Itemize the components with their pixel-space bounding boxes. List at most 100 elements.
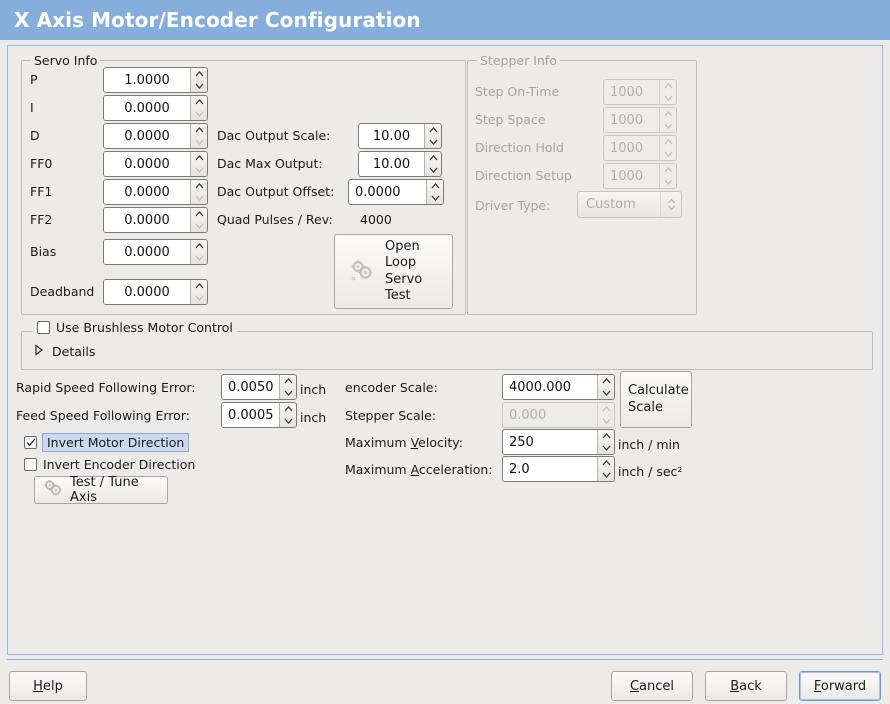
spin-maximum-velocity-buttons[interactable] [597,430,614,454]
spin-dac-output-offset[interactable]: 0.0000 [348,179,444,205]
help-button[interactable]: Help [9,671,87,701]
spin-dac-max-output-buttons[interactable] [424,152,441,176]
check-icon [26,438,35,447]
spin-feed-following-error-value[interactable]: 0.0005 [222,403,280,427]
spin-ff0-buttons[interactable] [190,152,207,176]
spin-ff1-buttons[interactable] [190,180,207,204]
label-feed-speed-following-error: Feed Speed Following Error: [16,408,190,423]
spin-down-icon[interactable] [598,387,614,399]
spin-ff0[interactable]: 0.0000 [103,151,208,177]
spin-dac-output-scale-value[interactable]: 10.00 [359,124,424,148]
calculate-scale-button[interactable]: Calculate Scale [620,371,692,428]
forward-button[interactable]: Forward [799,671,881,701]
spin-i[interactable]: 0.0000 [103,95,208,121]
spin-i-buttons[interactable] [190,96,207,120]
checkbox-box[interactable] [24,436,37,449]
spin-up-icon[interactable] [191,180,207,192]
spin-down-icon[interactable] [598,442,614,454]
spin-ff1-value[interactable]: 0.0000 [104,180,190,204]
spin-rapid-following-error-value[interactable]: 0.0050 [222,375,280,399]
spin-up-icon[interactable] [191,68,207,80]
chevron-right-icon[interactable] [34,344,44,359]
spin-up-icon[interactable] [425,152,441,164]
spin-down-icon [191,136,207,148]
cancel-button[interactable]: Cancel [611,671,693,701]
spin-down-icon[interactable] [425,164,441,176]
spin-up-icon[interactable] [191,240,207,252]
spin-down-icon[interactable] [427,192,443,204]
spin-deadband-buttons[interactable] [190,280,207,304]
test-tune-axis-button[interactable]: Test / Tune Axis [34,475,168,505]
spin-up-icon[interactable] [191,152,207,164]
spin-deadband[interactable]: 0.0000 [103,279,208,305]
spin-dac-max-output[interactable]: 10.00 [358,151,442,177]
spin-bias[interactable]: 0.0000 [103,239,208,265]
spin-up-icon[interactable] [191,96,207,108]
spin-bias-value[interactable]: 0.0000 [104,240,190,264]
label-step-space: Step Space [475,112,546,127]
spin-up-icon[interactable] [280,403,296,415]
spin-encoder-scale-buttons[interactable] [597,375,614,399]
spin-ff1[interactable]: 0.0000 [103,179,208,205]
label-ff0: FF0 [30,156,53,171]
back-button[interactable]: Back [705,671,787,701]
spin-dac-max-output-value[interactable]: 10.00 [359,152,424,176]
spin-dac-output-scale-buttons[interactable] [424,124,441,148]
spin-down-icon[interactable] [425,136,441,148]
spin-down-icon[interactable] [598,469,614,481]
spin-up-icon[interactable] [425,124,441,136]
spin-d-buttons[interactable] [190,124,207,148]
spin-up-icon[interactable] [427,180,443,192]
checkbox-box[interactable] [24,458,37,471]
spin-up-icon[interactable] [598,375,614,387]
spin-p[interactable]: 1.0000 [103,67,208,93]
spin-i-value[interactable]: 0.0000 [104,96,190,120]
details-expander[interactable]: Details [34,344,95,359]
spin-maximum-acceleration-value[interactable]: 2.0 [503,457,597,481]
checkbox-box[interactable] [37,321,50,334]
spin-down-icon[interactable] [280,387,296,399]
label-maximum-velocity: Maximum Velocity: [345,435,463,450]
spin-feed-speed-following-error[interactable]: 0.0005 [221,402,297,428]
use-brushless-motor-control-checkbox[interactable]: Use Brushless Motor Control [33,320,237,335]
spin-ff2[interactable]: 0.0000 [103,207,208,233]
spin-ff2-buttons[interactable] [190,208,207,232]
spin-deadband-value[interactable]: 0.0000 [104,280,190,304]
spin-encoder-scale-value[interactable]: 4000.000 [503,375,597,399]
spin-up-icon[interactable] [280,375,296,387]
spin-feed-buttons[interactable] [279,403,296,427]
spin-maximum-acceleration[interactable]: 2.0 [502,456,615,482]
spin-up-icon[interactable] [598,457,614,469]
window-title-bar: X Axis Motor/Encoder Configuration [0,0,890,40]
spin-dac-output-scale[interactable]: 10.00 [358,123,442,149]
invert-encoder-direction-checkbox[interactable]: Invert Encoder Direction [24,457,195,472]
spin-up-icon[interactable] [191,124,207,136]
spin-d[interactable]: 0.0000 [103,123,208,149]
spin-rapid-speed-following-error[interactable]: 0.0050 [221,374,297,400]
spin-maximum-velocity[interactable]: 250 [502,429,615,455]
label-deadband: Deadband [30,284,95,299]
spin-p-buttons[interactable] [190,68,207,92]
invert-motor-direction-checkbox[interactable]: Invert Motor Direction [24,433,190,452]
spin-up-icon[interactable] [191,280,207,292]
spin-direction-hold-buttons [659,136,676,160]
spin-down-icon[interactable] [191,80,207,92]
spin-up-icon[interactable] [191,208,207,220]
spin-ff0-value[interactable]: 0.0000 [104,152,190,176]
spin-encoder-scale[interactable]: 4000.000 [502,374,615,400]
spin-ff2-value[interactable]: 0.0000 [104,208,190,232]
spin-dac-output-offset-buttons[interactable] [426,180,443,204]
spin-down-icon[interactable] [280,415,296,427]
spin-p-value[interactable]: 1.0000 [104,68,190,92]
spin-down-icon [191,292,207,304]
label-direction-setup: Direction Setup [475,168,572,183]
spin-bias-buttons[interactable] [190,240,207,264]
open-loop-servo-test-button[interactable]: Open Loop Servo Test [334,234,453,309]
spin-rapid-buttons[interactable] [279,375,296,399]
spin-maximum-velocity-value[interactable]: 250 [503,430,597,454]
spin-maximum-acceleration-buttons[interactable] [597,457,614,481]
spin-d-value[interactable]: 0.0000 [104,124,190,148]
spin-dac-output-offset-value[interactable]: 0.0000 [349,180,426,204]
spin-up-icon[interactable] [598,430,614,442]
spin-stepper-scale: 0.000 [502,402,615,428]
